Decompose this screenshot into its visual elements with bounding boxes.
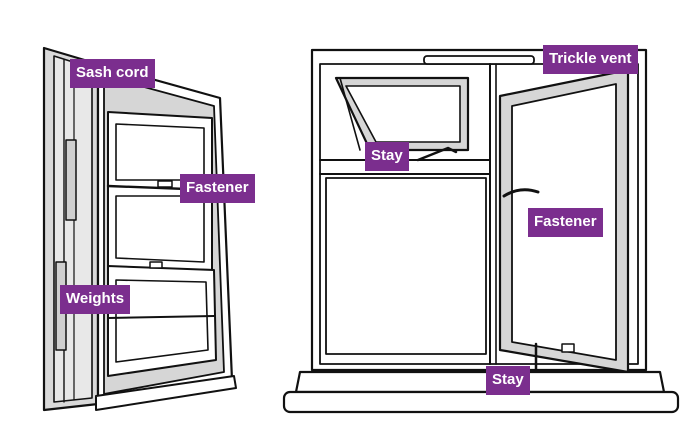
label-stay-bottom: Stay bbox=[486, 366, 530, 395]
casement-window-drawing bbox=[282, 48, 680, 414]
label-weights: Weights bbox=[60, 285, 131, 314]
label-fastener-left: Fastener bbox=[180, 174, 255, 203]
label-stay-top: Stay bbox=[365, 142, 409, 171]
label-fastener-right: Fastener bbox=[528, 208, 603, 237]
label-sash-cord: Sash cord bbox=[70, 59, 155, 88]
sash-window-drawing bbox=[42, 46, 237, 412]
label-trickle-vent: Trickle vent bbox=[543, 45, 638, 74]
